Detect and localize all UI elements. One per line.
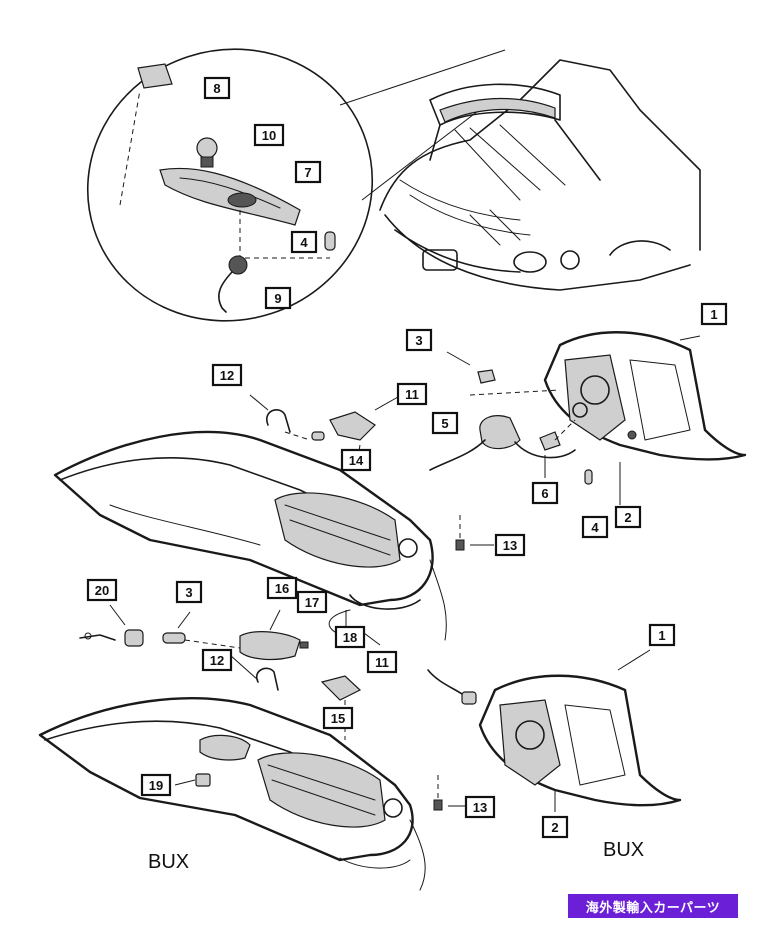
- callout-11-lower: 11: [366, 650, 398, 674]
- callout-2-upper: 2: [614, 505, 642, 529]
- callout-label: 9: [274, 291, 281, 306]
- callout-14: 14: [340, 448, 372, 472]
- callout-label: 19: [149, 778, 163, 793]
- upper-loose-parts: [249, 394, 494, 551]
- callout-label: 13: [503, 538, 517, 553]
- callout-2-lower: 2: [541, 815, 569, 839]
- callout-label: 3: [185, 585, 192, 600]
- callout-label: 7: [304, 165, 311, 180]
- callout-label: 4: [300, 235, 308, 250]
- callout-4-inset: 4: [290, 230, 318, 254]
- callout-4-upper: 4: [581, 515, 609, 539]
- car-rear-open-trunk: [379, 59, 701, 291]
- callout-1-upper: 1: [700, 302, 728, 326]
- variant-label-left: BUX: [148, 851, 189, 873]
- callout-label: 3: [415, 333, 422, 348]
- tail-lamp-upper: [543, 331, 747, 505]
- callout-label: 12: [210, 653, 224, 668]
- callout-12-upper: 12: [211, 363, 243, 387]
- callout-label: 8: [213, 81, 220, 96]
- callout-label: 18: [343, 630, 357, 645]
- callout-label: 4: [591, 520, 599, 535]
- watermark-badge: [568, 894, 738, 918]
- callout-12-lower: 12: [201, 648, 233, 672]
- lamp-sockets-upper: [429, 351, 593, 485]
- callout-7: 7: [294, 160, 322, 184]
- detail-inset-license-lamp: [86, 48, 506, 322]
- callout-13-lower: 13: [464, 795, 496, 819]
- callout-3-lower: 3: [175, 580, 203, 604]
- tail-lamp-lower: [427, 649, 682, 812]
- callout-8: 8: [203, 76, 231, 100]
- callout-label: 1: [658, 628, 665, 643]
- callout-label: 17: [305, 595, 319, 610]
- callout-18: 18: [334, 625, 366, 649]
- callout-10: 10: [253, 123, 285, 147]
- callout-3-upper: 3: [405, 328, 433, 352]
- callout-13-upper: 13: [494, 533, 526, 557]
- callout-9: 9: [264, 286, 292, 310]
- callout-label: 13: [473, 800, 487, 815]
- variant-label-right: BUX: [603, 839, 644, 861]
- callout-5: 5: [431, 411, 459, 435]
- callout-19: 19: [140, 773, 172, 797]
- lower-loose-parts: [79, 604, 381, 740]
- callout-11-upper: 11: [396, 382, 428, 406]
- rear-bumper-lower: [38, 697, 466, 891]
- callout-15: 15: [322, 706, 354, 730]
- callout-label: 16: [275, 581, 289, 596]
- callout-label: 11: [375, 655, 389, 670]
- callout-17: 17: [296, 590, 328, 614]
- rear-bumper-upper: [53, 430, 447, 641]
- callout-label: 2: [551, 820, 558, 835]
- callout-1-lower: 1: [648, 623, 676, 647]
- callout-label: 20: [95, 583, 109, 598]
- callout-label: 1: [710, 307, 717, 322]
- callout-label: 6: [541, 486, 548, 501]
- callout-label: 2: [624, 510, 631, 525]
- callout-label: 11: [405, 387, 419, 402]
- callout-6: 6: [531, 481, 559, 505]
- callout-16: 16: [266, 576, 298, 600]
- callout-label: 12: [220, 368, 234, 383]
- callout-label: 5: [441, 416, 448, 431]
- callout-label: 14: [349, 453, 364, 468]
- watermark-text: 海外製輸入カーパーツ: [585, 900, 721, 916]
- callout-label: 15: [331, 711, 345, 726]
- callout-20: 20: [86, 578, 118, 602]
- callout-label: 10: [262, 128, 276, 143]
